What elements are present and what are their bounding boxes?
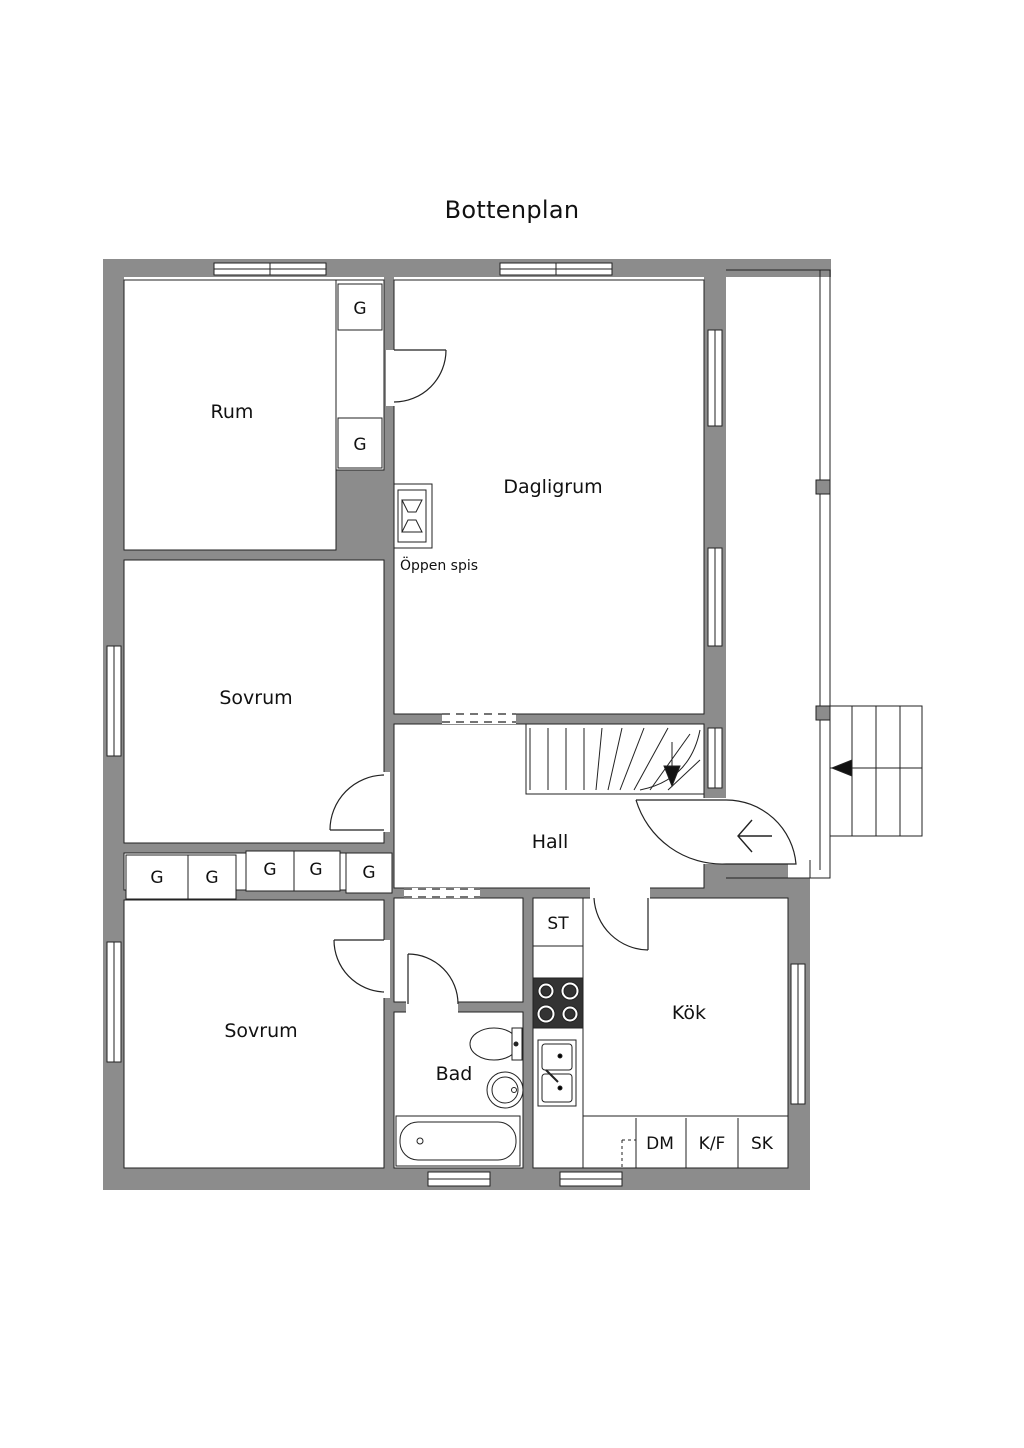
door-sovrum-upper <box>329 772 390 832</box>
window-kok-right <box>790 963 806 1105</box>
doors <box>329 349 797 1014</box>
closet-label: G <box>263 860 276 880</box>
closet-rum-bottom <box>337 417 383 469</box>
room-label-sovrum-lower: Sovrum <box>224 1020 297 1042</box>
room-label-rum: Rum <box>211 401 254 423</box>
door-sovrum-lower <box>333 939 390 998</box>
window-dagligrum-top <box>499 262 613 276</box>
bathroom-fixtures <box>395 1027 524 1167</box>
opening-dagligrum-hall <box>442 712 516 724</box>
closet-label: G <box>309 860 322 880</box>
window-dagligrum-right-1 <box>707 329 723 427</box>
room-label-dagligrum: Dagligrum <box>503 476 602 498</box>
window-dagligrum-right-2 <box>707 547 723 647</box>
room-label-bad: Bad <box>436 1063 473 1085</box>
window-hall-right <box>707 727 723 789</box>
fireplace <box>393 483 433 549</box>
closet-label: G <box>150 868 163 888</box>
window-rum-top <box>213 262 327 276</box>
closet-row-4 <box>293 850 341 892</box>
plan-title: Bottenplan <box>444 196 580 224</box>
door-rum <box>386 349 447 406</box>
room-label-sovrum-upper: Sovrum <box>219 687 292 709</box>
cleaning-cabinet-label: SK <box>751 1134 774 1154</box>
closet-row-1 <box>125 854 189 900</box>
veranda <box>726 269 831 879</box>
closet-row-5 <box>345 852 393 894</box>
closet-label: G <box>353 299 366 319</box>
closet-label: G <box>362 863 375 883</box>
steps-arrow-icon <box>830 759 853 777</box>
door-bad <box>406 953 459 1014</box>
indoor-stairs <box>525 723 705 795</box>
opening-hall-corridor <box>404 888 480 898</box>
closet-row-2 <box>187 854 237 900</box>
closet-label: G <box>205 868 218 888</box>
room-floors <box>123 279 789 1169</box>
window-sovrum-lower-left <box>106 941 122 1063</box>
room-label-hall: Hall <box>532 831 569 853</box>
closets <box>125 283 393 900</box>
door-entrance <box>635 798 797 865</box>
windows <box>106 262 806 1187</box>
closet-row-3 <box>245 850 295 892</box>
closet-label: G <box>353 435 366 455</box>
kitchen-fixtures <box>532 897 789 1169</box>
cabinet-st-label: ST <box>547 914 569 934</box>
entrance-arrow-icon <box>737 819 772 853</box>
window-sovrum-upper-left <box>106 645 122 757</box>
closet-rum-top <box>337 283 383 331</box>
outdoor-steps <box>829 705 923 837</box>
window-bad-bottom <box>427 1171 491 1187</box>
stairs-arrow-icon <box>663 765 681 788</box>
dishwasher-label: DM <box>646 1134 674 1154</box>
window-kok-bottom <box>559 1171 623 1187</box>
fireplace-label: Öppen spis <box>400 556 478 574</box>
room-label-kok: Kök <box>672 1002 706 1024</box>
door-kok <box>590 886 650 951</box>
fridge-freezer-label: K/F <box>699 1134 726 1154</box>
toilet <box>469 1027 519 1061</box>
cabinet-st <box>532 897 584 947</box>
